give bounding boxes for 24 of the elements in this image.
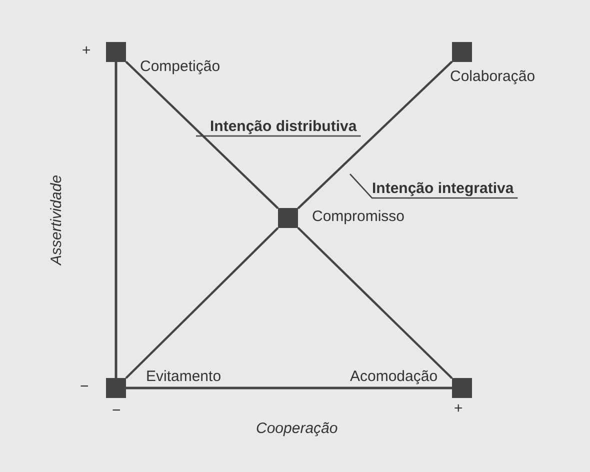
square-marker: [278, 208, 298, 228]
connector-line: [125, 227, 279, 379]
strategy-label: Compromisso: [312, 208, 405, 225]
axis-sign: +: [454, 400, 463, 417]
leader-line: [196, 135, 361, 137]
axis-sign: +: [82, 42, 91, 59]
axis-sign: −: [112, 402, 121, 419]
square-marker: [452, 378, 472, 398]
strategy-label: Competição: [140, 58, 220, 75]
square-marker: [106, 378, 126, 398]
leader-line: [350, 174, 518, 199]
connector-line: [125, 60, 279, 210]
callout-text: Intenção integrativa: [372, 180, 514, 197]
strategy-label: Colaboração: [450, 68, 536, 85]
connector-line: [297, 60, 453, 210]
axis-title: Cooperação: [256, 420, 338, 437]
square-marker: [106, 42, 126, 62]
strategy-label: Evitamento: [146, 368, 222, 385]
square-marker: [452, 42, 472, 62]
strategy-label: Acomodação: [350, 368, 438, 385]
connector-line: [297, 226, 453, 380]
axis-title: Assertividade: [48, 174, 65, 265]
axis-sign: −: [80, 378, 89, 395]
callout-text: Intenção distributiva: [210, 118, 357, 135]
